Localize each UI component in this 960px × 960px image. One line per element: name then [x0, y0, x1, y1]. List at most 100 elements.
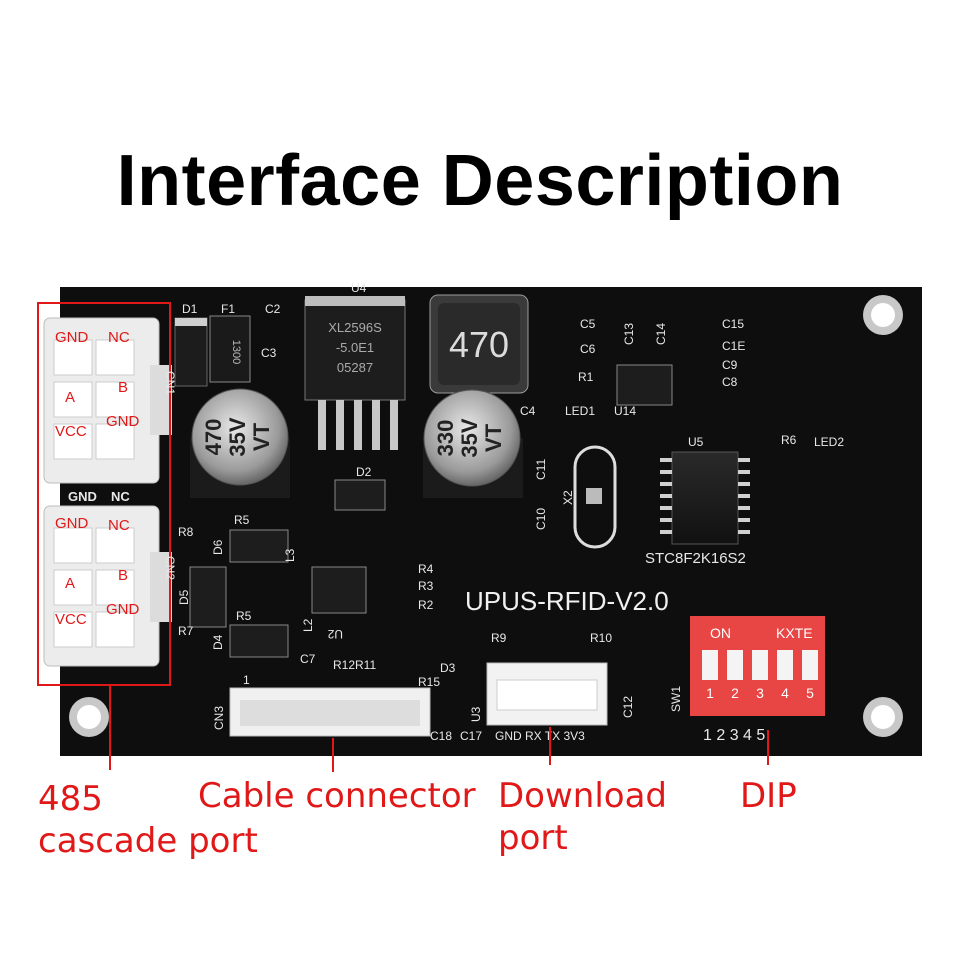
cap-470-value: 470 [201, 419, 226, 456]
silk-r1: R1 [578, 370, 594, 384]
dip-num: 4 [781, 685, 789, 701]
silk-d2: D2 [356, 465, 372, 479]
regulator-line-1: XL2596S [328, 320, 382, 335]
cable-connector-cn3 [229, 687, 431, 737]
cap-470-series: VT [249, 422, 274, 451]
silk-r3: R3 [418, 579, 434, 593]
silk-c2: C2 [265, 302, 281, 316]
mounting-hole-tr [863, 295, 903, 335]
pin-label-nc: NC [108, 517, 130, 534]
silk-c6: C6 [580, 342, 596, 356]
silk-r9: R9 [491, 631, 507, 645]
cap-330-value: 330 [433, 420, 458, 457]
silk-c13: C13 [622, 323, 636, 345]
silk-c14: C14 [654, 323, 668, 345]
cap-330-voltage: 35V [457, 418, 482, 457]
silk-d6: D6 [211, 539, 225, 555]
silk-led1: LED1 [565, 404, 595, 418]
silk-d5: D5 [177, 589, 191, 605]
silk-r15: R15 [418, 675, 440, 689]
silk-d1: D1 [182, 302, 198, 316]
fuse-marking: 1300 [230, 340, 242, 364]
silk-c8: C8 [722, 375, 738, 389]
dip-switch-sw1: ON KXTE 1 2 3 4 5 [690, 616, 825, 716]
silk-c15: C15 [722, 317, 744, 331]
silk-d4: D4 [211, 634, 225, 650]
silk-cn1: CN1 [163, 371, 177, 395]
mcu-label: STC8F2K16S2 [645, 550, 746, 567]
silk-r7: R7 [178, 624, 194, 638]
silk-u5: U5 [688, 435, 704, 449]
regulator-u4: XL2596S -5.0E1 05287 [304, 296, 406, 450]
cap-330-series: VT [481, 423, 506, 452]
silk-u2: U2 [327, 627, 343, 641]
pin-label-a: A [65, 389, 75, 406]
capacitor-330: 330 35V VT [423, 389, 523, 498]
silk-l2: L2 [301, 618, 315, 632]
callout-cascade-port: 485 cascade port [38, 778, 258, 862]
silk-c12: C12 [621, 696, 635, 718]
silk-c10: C10 [534, 508, 548, 530]
diode-d5 [189, 566, 227, 628]
mounting-hole-bl [69, 697, 109, 737]
cap-470-voltage: 35V [225, 417, 250, 456]
silk-u3: U3 [469, 706, 483, 722]
diode-d2 [334, 479, 386, 511]
regulator-line-3: 05287 [337, 360, 373, 375]
pin-label-a: A [65, 575, 75, 592]
dip-on-label: ON [710, 625, 731, 641]
callout-cascade-line1: 485 [38, 779, 103, 819]
mcu-u5 [660, 451, 750, 545]
pin-label-gnd: GND [55, 515, 89, 532]
silk-r2: R2 [418, 598, 434, 612]
silk-c16: C1E [722, 339, 745, 353]
silk-c17: C17 [460, 729, 482, 743]
callout-download-line2: port [498, 818, 568, 858]
silk-r4: R4 [418, 562, 434, 576]
silk-d3: D3 [440, 661, 456, 675]
silk-r6: R6 [781, 433, 797, 447]
silk-u14: U14 [614, 404, 636, 418]
dip-num: 2 [731, 685, 739, 701]
regulator-line-2: -5.0E1 [336, 340, 374, 355]
callout-cascade-line2: cascade port [38, 821, 258, 861]
diode-d1 [174, 317, 208, 387]
inductor-l1: 470 [429, 294, 529, 394]
crystal-x2 [573, 445, 617, 549]
silk-gnd: GND [68, 489, 97, 504]
silk-r5: R5 [236, 609, 252, 623]
diode-d4 [229, 624, 289, 658]
download-pin-labels: GND RX TX 3V3 [495, 729, 585, 743]
silk-led2: LED2 [814, 435, 844, 449]
dip-num: 5 [806, 685, 814, 701]
silk-r10: R10 [590, 631, 612, 645]
mounting-hole-br [863, 697, 903, 737]
dip-brand: KXTE [776, 625, 813, 641]
pin-label-b: B [118, 379, 128, 396]
silk-r5-top: R5 [234, 513, 250, 527]
dip-num: 1 [706, 685, 714, 701]
capacitor-470: 470 35V VT [190, 388, 290, 498]
silk-c18: C18 [430, 729, 452, 743]
pin-label-gnd: GND [106, 601, 140, 618]
silk-c9: C9 [722, 358, 738, 372]
pin-label-gnd: GND [55, 329, 89, 346]
pin-label-vcc: VCC [55, 423, 87, 440]
cascade-port-highlight [37, 302, 171, 686]
download-port-u3 [486, 662, 608, 726]
board-model: UPUS-RFID-V2.0 [465, 586, 669, 616]
silk-sw1: SW1 [669, 686, 683, 712]
silk-nc: NC [111, 489, 130, 504]
silk-c5: C5 [580, 317, 596, 331]
pin-label-vcc: VCC [55, 611, 87, 628]
silk-l3: L3 [283, 548, 297, 562]
pin-label-nc: NC [108, 329, 130, 346]
silk-c4: C4 [520, 404, 536, 418]
page-title: Interface Description [116, 141, 844, 221]
connector-cn1 [43, 317, 172, 484]
connector-cn2 [43, 505, 172, 667]
silk-c11: C11 [534, 459, 548, 480]
pin-label-gnd: GND [106, 413, 140, 430]
chip-u14 [616, 364, 673, 406]
silk-c7: C7 [300, 652, 316, 666]
